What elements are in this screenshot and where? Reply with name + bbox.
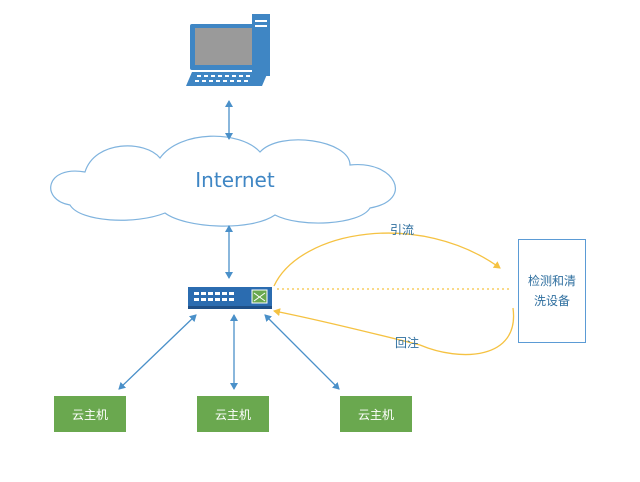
detection-cleaning-device: 检测和清洗设备 xyxy=(518,239,586,343)
divert-flow-arrow xyxy=(273,232,501,287)
cloud-host-2: 云主机 xyxy=(197,396,269,432)
cloud-host-label: 云主机 xyxy=(357,407,394,422)
internet-label: Internet xyxy=(195,168,275,192)
divert-label: 引流 xyxy=(390,223,415,237)
cloud-icon xyxy=(50,135,396,227)
arrow-switch-host-3 xyxy=(264,314,340,390)
computer-icon xyxy=(186,14,270,86)
arrow-switch-host-1 xyxy=(118,314,197,390)
reinject-flow-arrow xyxy=(273,307,515,356)
cloud-host-3: 云主机 xyxy=(340,396,412,432)
cloud-host-label: 云主机 xyxy=(71,407,108,422)
cloud-host-1: 云主机 xyxy=(54,396,126,432)
detection-device-label: 检测和清洗设备 xyxy=(527,274,576,308)
switch-icon xyxy=(188,287,272,309)
cloud-host-label: 云主机 xyxy=(214,407,251,422)
reinject-label: 回注 xyxy=(395,336,420,350)
